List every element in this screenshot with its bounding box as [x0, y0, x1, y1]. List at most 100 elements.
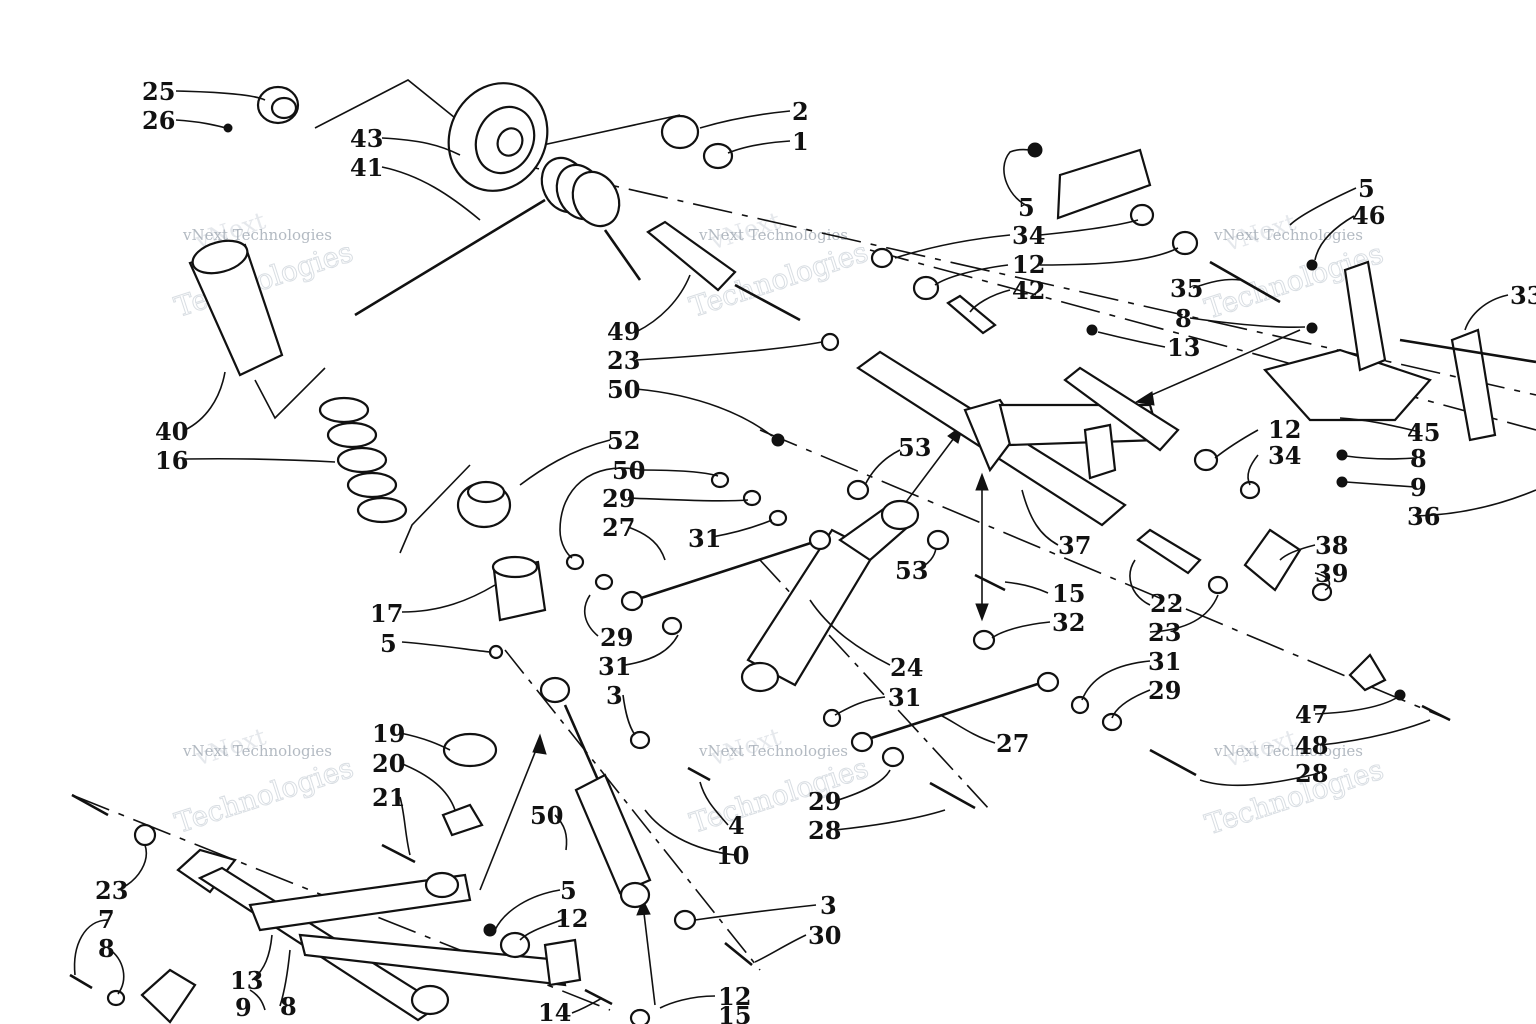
label-17: 17	[370, 599, 403, 628]
label-27: 27	[996, 729, 1029, 758]
idler-wheel	[447, 82, 549, 192]
label-29: 29	[1148, 676, 1181, 705]
label-8: 8	[1175, 304, 1192, 333]
watermark-line2: vNext Technologies	[182, 742, 332, 760]
watermark-line2: vNext Technologies	[698, 742, 848, 760]
end-bracket	[1348, 653, 1387, 692]
label-41: 41	[350, 153, 383, 182]
label-53: 53	[898, 433, 931, 462]
label-31: 31	[598, 652, 631, 681]
bushing	[912, 275, 940, 301]
label-31: 31	[888, 683, 921, 712]
label-15: 15	[1052, 579, 1085, 608]
label-47: 47	[1295, 700, 1328, 729]
part-number-labels: 25 26 43 41 2 1 40 16 49 23 50 52 50 29 …	[95, 77, 1536, 1024]
coil-spring	[318, 396, 408, 524]
label-39: 39	[1315, 559, 1348, 588]
label-31: 31	[1148, 647, 1181, 676]
label-13: 13	[230, 966, 263, 995]
label-31: 31	[688, 524, 721, 553]
watermark-line2: vNext Technologies	[1213, 742, 1363, 760]
label-12: 12	[1012, 250, 1045, 279]
label-43: 43	[350, 124, 383, 153]
snap-ring	[702, 142, 734, 170]
label-2: 2	[792, 97, 809, 126]
label-5: 5	[380, 629, 397, 658]
main-shock-absorber	[740, 499, 920, 693]
label-49: 49	[607, 317, 640, 346]
label-36: 36	[1407, 502, 1440, 531]
bushing	[870, 247, 894, 269]
label-12: 12	[1268, 415, 1301, 444]
label-34: 34	[1268, 441, 1301, 470]
label-9: 9	[235, 993, 252, 1022]
label-5: 5	[1018, 193, 1035, 222]
label-32: 32	[1052, 608, 1085, 637]
link-rod-upper	[620, 529, 832, 612]
bearing	[660, 114, 700, 150]
label-23: 23	[95, 876, 128, 905]
bushing	[1171, 230, 1199, 256]
label-34: 34	[1012, 221, 1045, 250]
label-45: 45	[1407, 418, 1440, 447]
label-50: 50	[612, 456, 645, 485]
bump-stop	[442, 732, 498, 768]
label-16: 16	[155, 446, 188, 475]
watermark-bottom-right: vNext Technologies	[1201, 724, 1388, 842]
label-48: 48	[1295, 731, 1328, 760]
label-8: 8	[1410, 444, 1427, 473]
label-35: 35	[1170, 274, 1203, 303]
label-20: 20	[372, 749, 405, 778]
label-12: 12	[718, 982, 751, 1011]
label-24: 24	[890, 653, 923, 682]
label-7: 7	[98, 905, 115, 934]
upper-plate	[1056, 148, 1152, 220]
label-9: 9	[1410, 473, 1427, 502]
washer	[1311, 582, 1333, 602]
spacer	[946, 294, 997, 335]
label-10: 10	[716, 841, 749, 870]
label-27: 27	[602, 513, 635, 542]
roller-part	[223, 85, 300, 133]
spring-collar	[456, 480, 512, 529]
label-8: 8	[280, 992, 297, 1021]
watermark-bottom-center: vNext Technologies	[685, 722, 872, 840]
center-arm	[856, 350, 1180, 527]
sleeve	[646, 220, 801, 322]
label-21: 21	[372, 783, 405, 812]
label-42: 42	[1012, 276, 1045, 305]
parts	[69, 82, 1536, 1024]
label-23: 23	[607, 346, 640, 375]
label-40: 40	[155, 417, 188, 446]
clip	[441, 803, 484, 837]
bushing	[820, 332, 840, 352]
mount-bracket	[1243, 528, 1302, 592]
label-50: 50	[607, 375, 640, 404]
bushing	[1129, 203, 1155, 227]
label-53: 53	[895, 556, 928, 585]
watermark-line2: vNext Technologies	[182, 226, 332, 244]
label-5: 5	[560, 876, 577, 905]
label-30: 30	[808, 921, 841, 950]
label-14: 14	[538, 998, 571, 1024]
label-28: 28	[808, 816, 841, 845]
label-33: 33	[1510, 281, 1536, 310]
label-28: 28	[1295, 759, 1328, 788]
label-5: 5	[1358, 174, 1375, 203]
label-38: 38	[1315, 531, 1348, 560]
pin	[381, 843, 416, 864]
label-15: 15	[718, 1001, 751, 1024]
label-29: 29	[602, 484, 635, 513]
label-13: 13	[1167, 333, 1200, 362]
label-29: 29	[600, 623, 633, 652]
label-37: 37	[1058, 531, 1091, 560]
watermark-line2: vNext Technologies	[698, 226, 848, 244]
link-rod-lower	[850, 671, 1060, 753]
torsion-spring	[354, 156, 642, 317]
label-46: 46	[1352, 201, 1385, 230]
watermark-line2: vNext Technologies	[1213, 226, 1363, 244]
label-8: 8	[98, 934, 115, 963]
label-29: 29	[808, 787, 841, 816]
label-19: 19	[372, 719, 405, 748]
